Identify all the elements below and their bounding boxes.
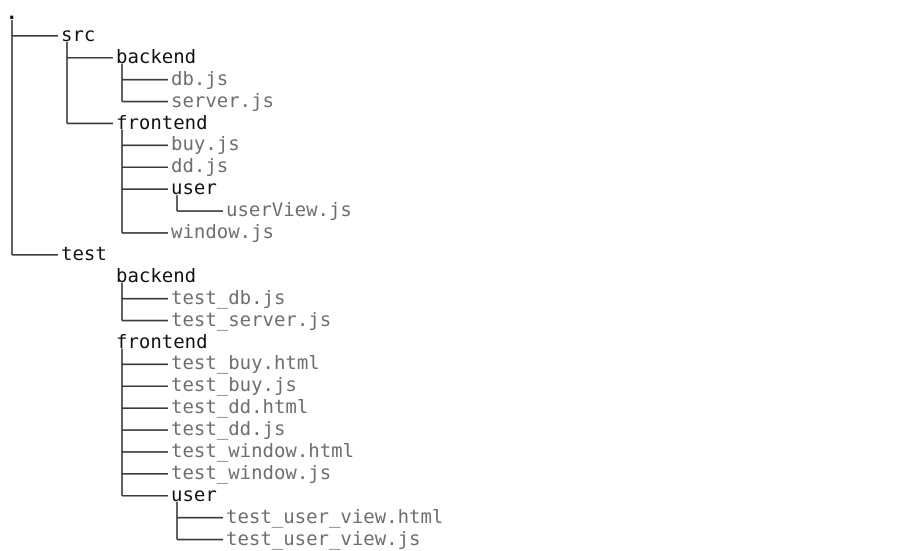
folder-user: user (171, 177, 217, 200)
file-test-server-js: test_server.js (171, 308, 332, 331)
file-test-buy-js: test_buy.js (171, 374, 297, 397)
file-userview-js: userView.js (226, 199, 352, 222)
file-test-dd-js: test_dd.js (171, 418, 286, 441)
folder-: . (6, 2, 18, 24)
file-buy-js: buy.js (171, 133, 240, 156)
folder-frontend: frontend (116, 111, 208, 134)
file-test-window-js: test_window.js (171, 461, 332, 484)
file-test-buy-html: test_buy.html (171, 352, 320, 375)
folder-backend: backend (116, 45, 197, 68)
folder-frontend: frontend (116, 330, 208, 353)
folder-test: test (61, 242, 107, 265)
file-test-dd-html: test_dd.html (171, 396, 309, 419)
folder-user: user (171, 483, 217, 506)
file-test-window-html: test_window.html (171, 440, 355, 462)
file-test-user-view-html: test_user_view.html (226, 505, 444, 528)
file-test-user-view-js: test_user_view.js (226, 527, 421, 550)
file-dd-js: dd.js (171, 155, 229, 178)
file-window-js: window.js (171, 221, 274, 243)
file-server-js: server.js (171, 89, 274, 112)
file-test-db-js: test_db.js (171, 286, 286, 309)
file-db-js: db.js (171, 67, 229, 90)
folder-src: src (61, 23, 96, 46)
folder-backend: backend (116, 264, 197, 287)
